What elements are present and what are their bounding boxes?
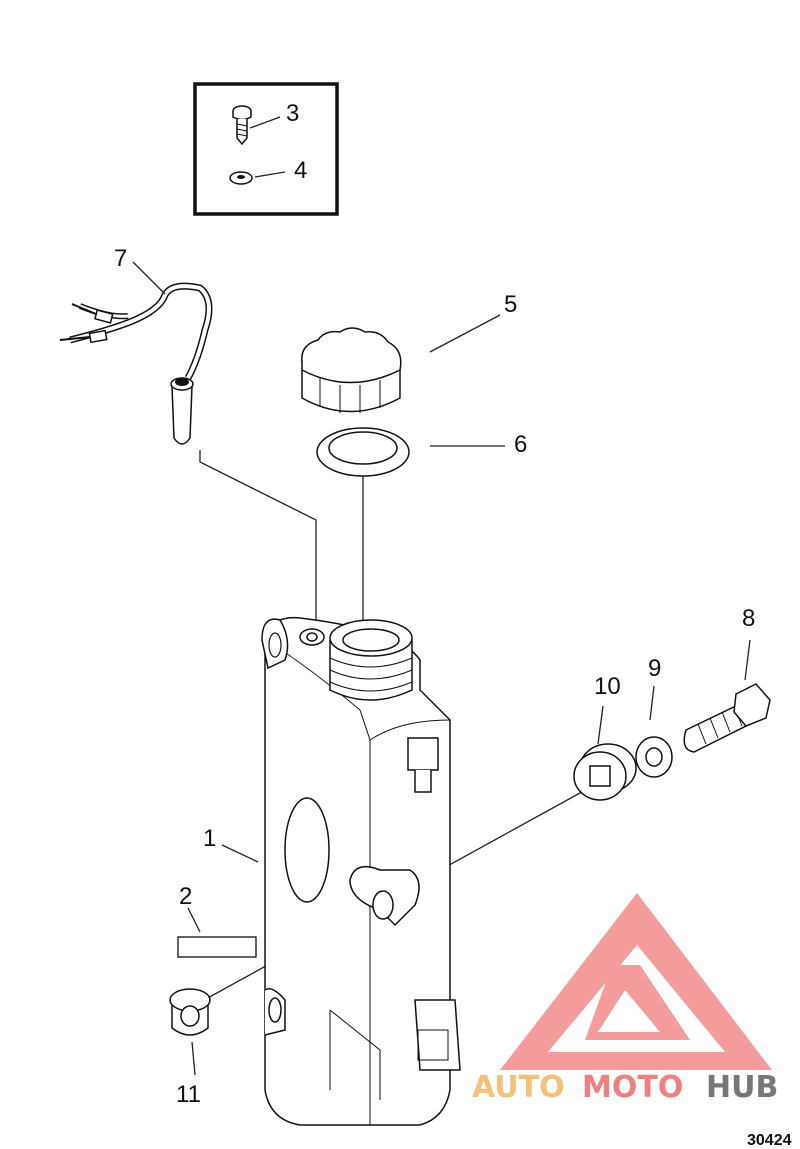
leader-7 bbox=[132, 261, 166, 295]
watermark-auto: AUTO bbox=[472, 1070, 565, 1105]
callout-5: 5 bbox=[504, 291, 517, 318]
callout-8: 8 bbox=[742, 605, 755, 632]
callout-2: 2 bbox=[179, 883, 192, 910]
callout-10: 10 bbox=[594, 673, 621, 700]
inset-box bbox=[193, 82, 339, 216]
leader-9 bbox=[649, 685, 655, 721]
seal-ring-part-6 bbox=[316, 427, 505, 477]
callout-7: 7 bbox=[114, 245, 127, 272]
leader-1 bbox=[221, 844, 259, 863]
leader-8 bbox=[744, 639, 751, 681]
washer-part-4 bbox=[229, 171, 253, 185]
screw-part-3 bbox=[232, 105, 252, 146]
callout-11: 11 bbox=[176, 1081, 201, 1108]
reservoir-tank-part-1 bbox=[221, 616, 461, 1126]
bolt-part-8 bbox=[683, 639, 771, 753]
leader-4 bbox=[254, 171, 286, 178]
fill-cap-part-5 bbox=[301, 314, 501, 413]
figure-number: 30424 bbox=[747, 1132, 792, 1149]
leader-11 bbox=[191, 1041, 196, 1076]
watermark-logo bbox=[500, 893, 772, 1070]
watermark-moto: MOTO bbox=[582, 1070, 683, 1105]
bushing-part-10 bbox=[573, 705, 637, 801]
watermark-text: AUTO MOTO HUB bbox=[472, 1070, 778, 1105]
callout-6: 6 bbox=[514, 431, 527, 458]
callout-numbers: 3 4 7 5 6 8 9 10 1 2 11 bbox=[114, 100, 755, 1108]
leader-10 bbox=[597, 705, 604, 745]
leader-5 bbox=[429, 314, 501, 353]
callout-4: 4 bbox=[294, 157, 307, 184]
callout-9: 9 bbox=[648, 655, 661, 682]
leader-3 bbox=[249, 116, 281, 129]
grommet-part-11 bbox=[169, 988, 211, 1076]
washer-part-9 bbox=[635, 685, 673, 778]
callout-3: 3 bbox=[286, 100, 299, 127]
watermark-hub: HUB bbox=[706, 1070, 778, 1105]
leader-2 bbox=[187, 907, 201, 933]
decal-part-2 bbox=[177, 907, 257, 958]
callout-1: 1 bbox=[203, 825, 216, 852]
sensor-harness-part-7 bbox=[59, 261, 213, 445]
